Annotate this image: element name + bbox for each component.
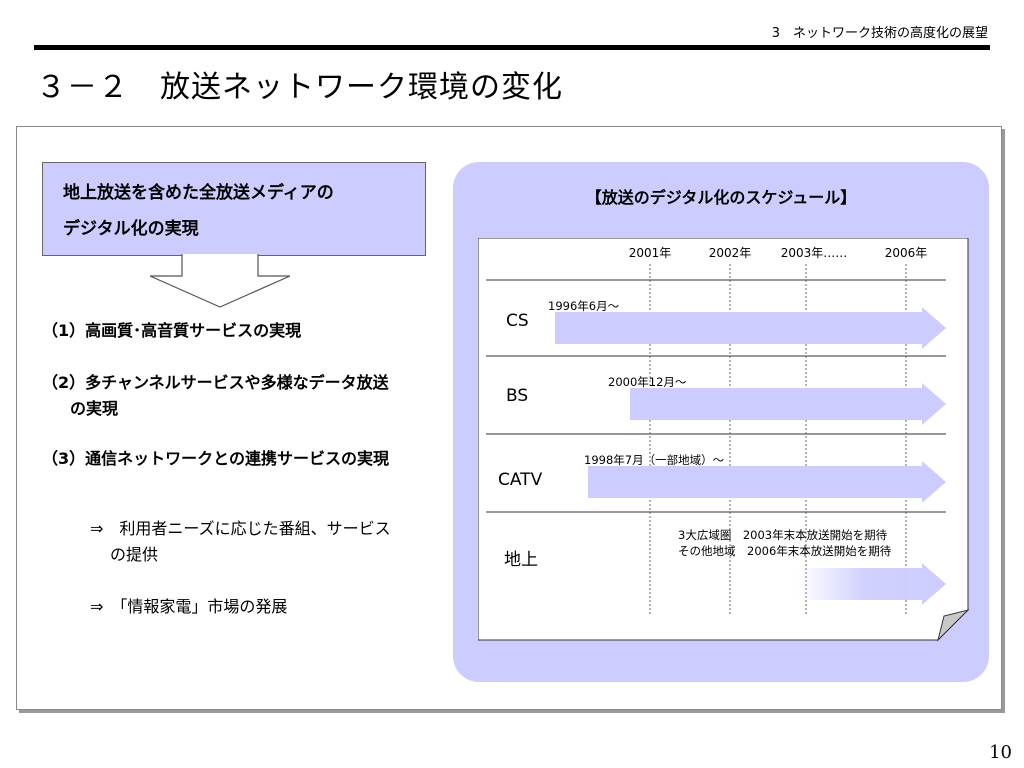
result-item-1-line-2: の提供 [110,545,159,564]
row-label-cs: CS [506,311,529,331]
goal-line-2: デジタル化の実現 [63,219,199,239]
feature-item-2: （2）多チャンネルサービスや多様なデータ放送 の実現 [42,370,389,422]
result-item-1: ⇒ 利用者ニーズに応じた番組、サービス の提供 [90,516,391,568]
timeline-chart: 2001年 2002年 2003年…… 2006年 CS 1996年6月～ BS 2000年1… [478,238,970,642]
header-rule [34,45,990,50]
row-note-catv: 1998年7月（一部地域）～ [584,453,725,467]
year-label-4: 2006年 [885,246,928,260]
feature-item-2-line-2: の実現 [70,399,119,418]
chapter-title: 3 ネットワーク技術の高度化の展望 [771,26,988,41]
timeline-arrow-cs [555,307,946,349]
schedule-title: 【放送のデジタル化のスケジュール】 [585,188,857,207]
row-note-terrestrial-2: その他地域 2006年末本放送開始を期待 [678,544,892,558]
row-label-bs: BS [506,386,528,406]
feature-item-2-line-1: （2）多チャンネルサービスや多様なデータ放送 [42,373,389,392]
row-note-bs: 2000年12月～ [608,375,687,389]
feature-item-1-line-1: （1）高画質･高音質サービスの実現 [42,321,302,340]
goal-box: 地上放送を含めた全放送メディアの デジタル化の実現 [42,162,426,256]
year-label-1: 2001年 [629,246,672,260]
page-curl-icon [937,609,970,642]
feature-item-1: （1）高画質･高音質サービスの実現 [42,318,301,344]
timeline-arrow-catv [588,461,946,503]
goal-line-1: 地上放送を含めた全放送メディアの [63,183,334,203]
row-label-catv: CATV [498,470,543,490]
slide-title: ３－２ 放送ネットワーク環境の変化 [36,70,563,105]
timeline-arrow-terrestrial [798,563,946,605]
feature-item-3: （3）通信ネットワークとの連携サービスの実現 [42,446,389,472]
result-item-2: ⇒ 「情報家電」市場の発展 [90,594,287,620]
result-item-2-line-1: ⇒ 「情報家電」市場の発展 [90,597,288,616]
row-label-terrestrial: 地上 [504,550,538,570]
year-label-3: 2003年…… [781,246,848,260]
year-label-2: 2002年 [709,246,752,260]
timeline-arrow-bs [630,383,946,425]
row-note-cs: 1996年6月～ [548,299,620,313]
down-arrow-icon [150,254,290,308]
row-note-terrestrial-1: 3大広域圏 2003年末本放送開始を期待 [678,528,888,542]
page-number: 10 [989,742,1012,763]
feature-item-3-line-1: （3）通信ネットワークとの連携サービスの実現 [42,449,389,468]
result-item-1-line-1: ⇒ 利用者ニーズに応じた番組、サービス [90,519,391,538]
